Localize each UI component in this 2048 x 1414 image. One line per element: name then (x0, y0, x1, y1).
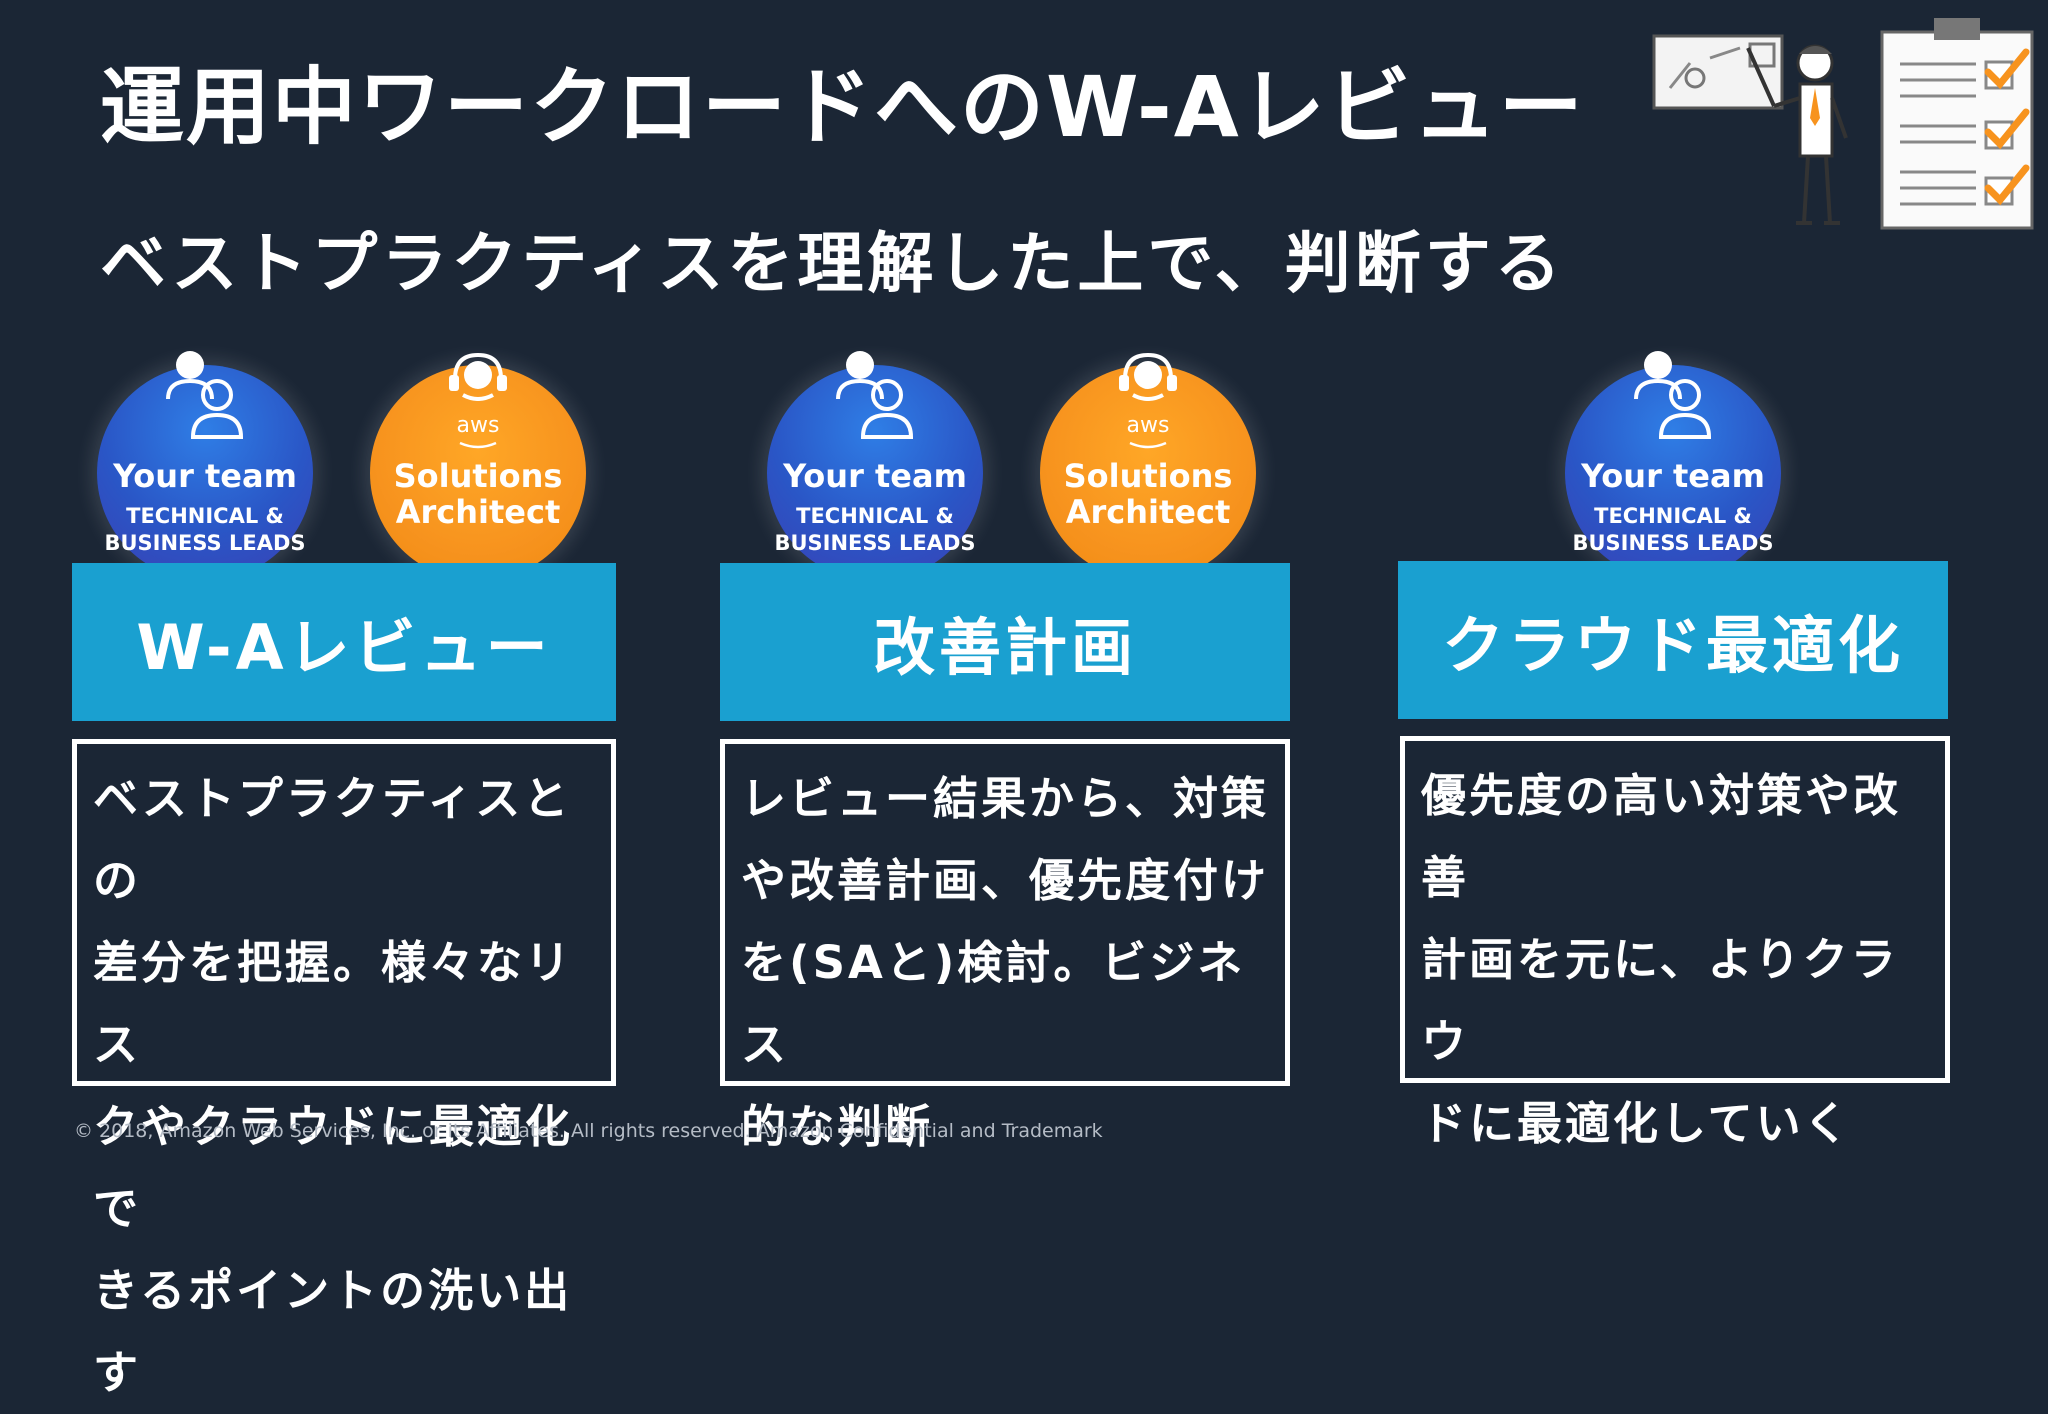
user-group-icon (836, 351, 914, 439)
team-sub2: BUSINESS LEADS (104, 531, 306, 555)
sa-badge: aws Solutions Architect (370, 352, 586, 581)
team-sub2: BUSINESS LEADS (774, 531, 976, 555)
body-line: きるポイントの洗い出す (93, 1264, 573, 1399)
body-line: クやクラウドに最適化で (93, 1100, 574, 1235)
body-line: レビュー結果から、対策 (741, 772, 1270, 825)
column-body-optimize: 優先度の高い対策や改善 計画を元に、よりクラウ ドに最適化していく (1400, 736, 1950, 1150)
column-heading-plan: 改善計画 (720, 563, 1290, 721)
sa-line1: Solutions (393, 457, 563, 495)
body-line: ベストプラクティスとの (93, 772, 572, 907)
team-label: Your team (113, 457, 297, 495)
team-badge: Your team TECHNICAL & BUSINESS LEADS (1565, 351, 1781, 581)
aws-smile-icon (1129, 441, 1167, 449)
copyright-footer: © 2018, Amazon Web Services, Inc. or its… (74, 1120, 1103, 1142)
aws-logo: aws (456, 413, 500, 438)
body-line: を(SAと)検討。ビジネス (741, 936, 1246, 1071)
team-badge: Your team TECHNICAL & BUSINESS LEADS (97, 351, 313, 581)
body-line: 差分を把握。様々なリス (93, 936, 574, 1071)
headset-icon (1119, 352, 1177, 401)
team-label: Your team (1581, 457, 1765, 495)
team-sub1: TECHNICAL & (796, 504, 954, 528)
team-sub1: TECHNICAL & (126, 504, 284, 528)
sa-badge: aws Solutions Architect (1040, 352, 1256, 581)
body-line: 的な判断 (741, 1100, 934, 1153)
team-label: Your team (783, 457, 967, 495)
body-line: や改善計画、優先度付け (741, 854, 1270, 907)
slide-title: 運用中ワークロードへのW-Aレビュー (100, 58, 1585, 156)
sa-line2: Architect (1065, 493, 1231, 531)
user-group-icon (166, 351, 244, 439)
column-body-plan: レビュー結果から、対策 や改善計画、優先度付け を(SAと)検討。ビジネス 的な… (720, 739, 1290, 1153)
body-line: 優先度の高い対策や改善 (1421, 769, 1902, 904)
aws-logo: aws (1126, 413, 1170, 438)
checklist-illustration (1876, 12, 2046, 234)
sa-line1: Solutions (1063, 457, 1233, 495)
team-sub1: TECHNICAL & (1594, 504, 1752, 528)
column-heading-optimize: クラウド最適化 (1398, 561, 1948, 719)
team-sub2: BUSINESS LEADS (1572, 531, 1774, 555)
column-body-review: ベストプラクティスとの 差分を把握。様々なリス クやクラウドに最適化で きるポイ… (72, 739, 616, 1399)
presenter-illustration (1650, 18, 1870, 238)
body-line: 計画を元に、よりクラウ (1421, 933, 1899, 1068)
user-group-icon (1634, 351, 1712, 439)
aws-smile-icon (459, 441, 497, 449)
team-badge: Your team TECHNICAL & BUSINESS LEADS (767, 351, 983, 581)
headset-icon (449, 352, 507, 401)
slide-subtitle: ベストプラクティスを理解した上で、判断する (100, 225, 1565, 302)
sa-line2: Architect (395, 493, 561, 531)
column-heading-review: W-Aレビュー (72, 563, 616, 721)
body-line: ドに最適化していく (1421, 1097, 1852, 1150)
